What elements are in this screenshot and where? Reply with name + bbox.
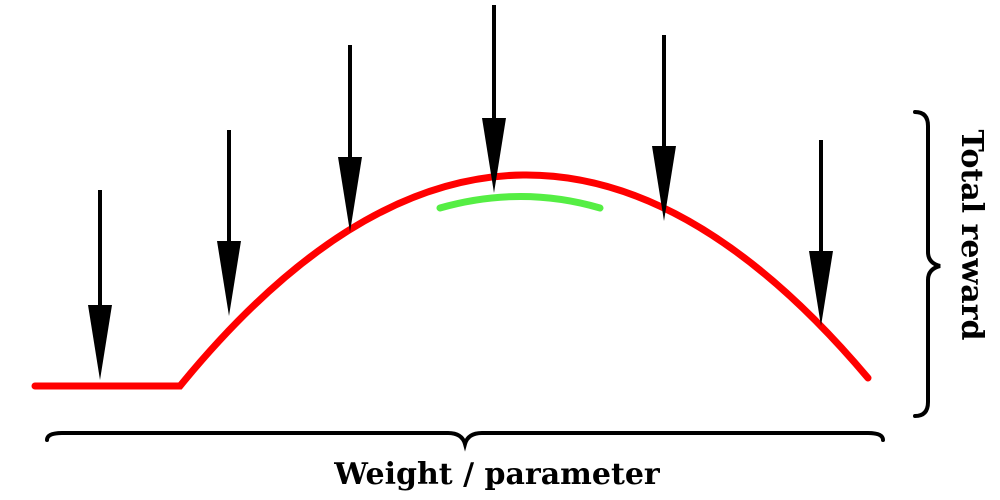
arrow-head-5: [652, 146, 676, 221]
arrow-head-1: [88, 305, 112, 380]
arrow-head-2: [217, 241, 241, 316]
x-axis-label: Weight / parameter: [333, 457, 661, 492]
arrow-head-6: [809, 251, 833, 326]
arrow-head-3: [338, 157, 362, 232]
vertical-brace: [913, 110, 941, 418]
y-axis-label: Total reward: [954, 130, 989, 341]
arrow-group: [88, 5, 833, 380]
arrow-head-4: [482, 118, 506, 193]
horizontal-brace: [45, 431, 885, 452]
optimum-segment: [436, 193, 604, 212]
reward-curve: [31, 171, 872, 390]
